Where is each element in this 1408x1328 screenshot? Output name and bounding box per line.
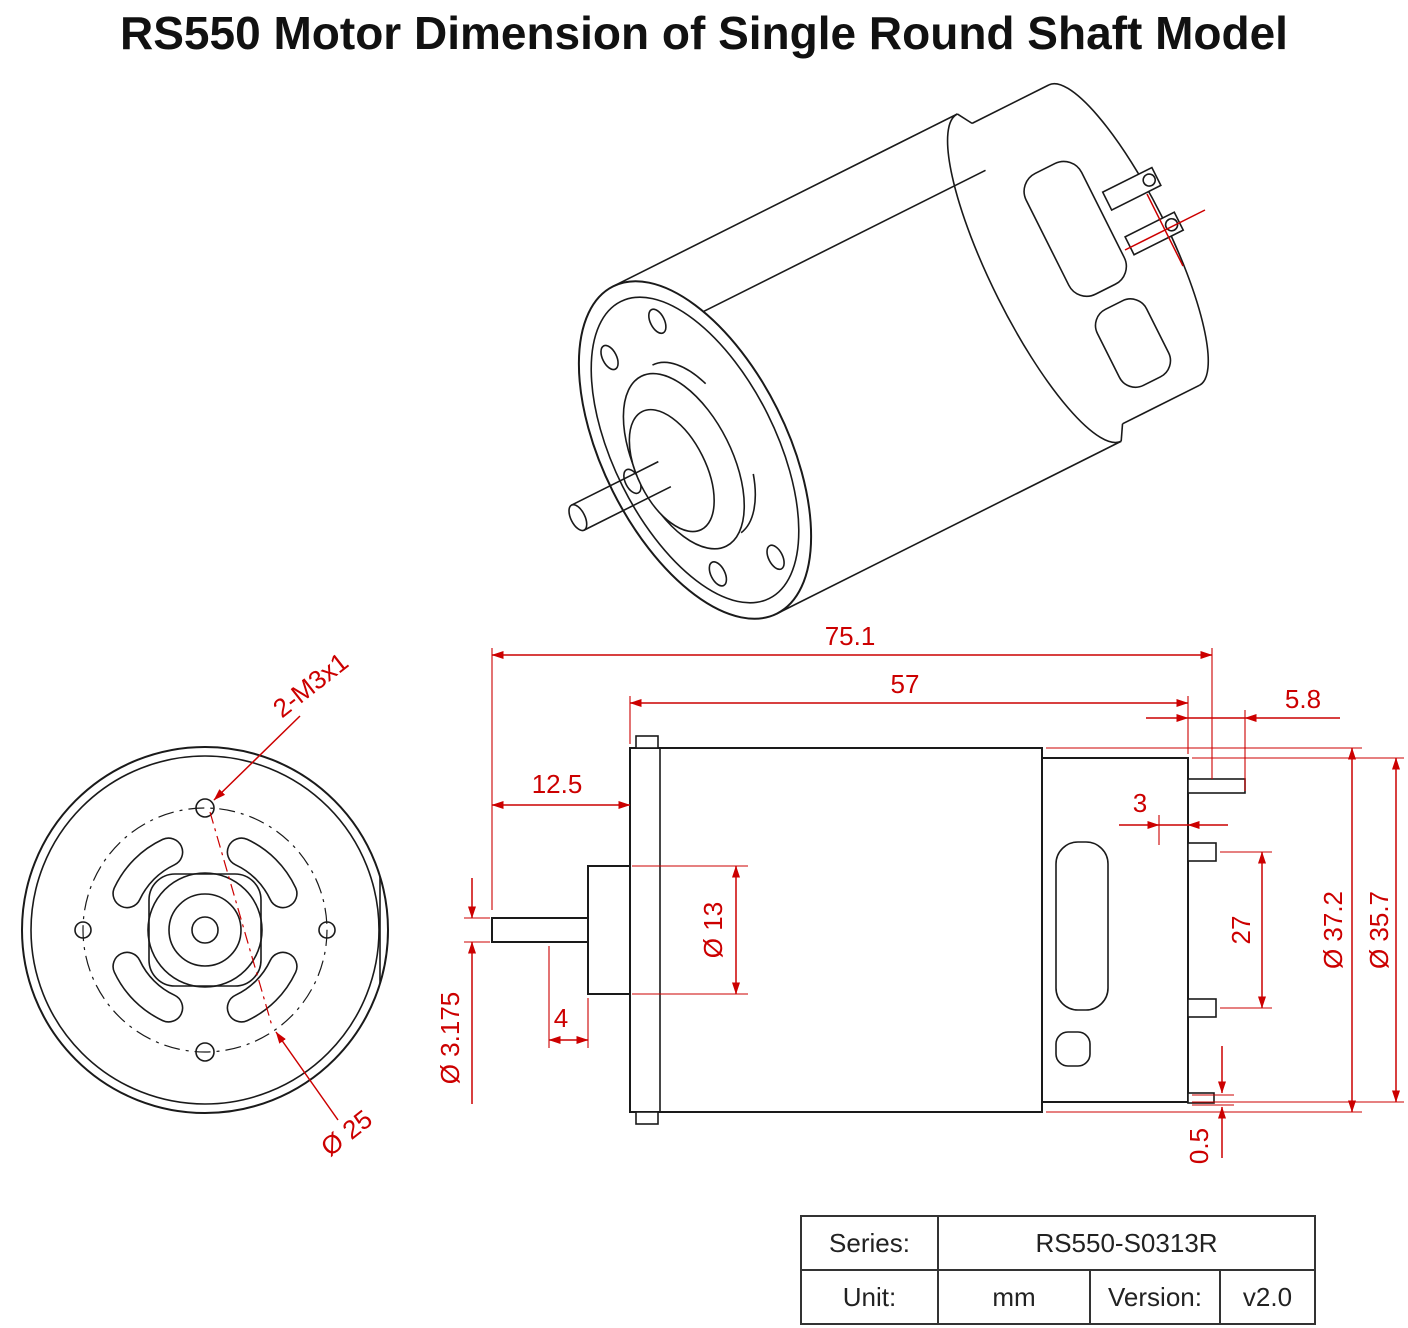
spec-table-row-unit-version: Unit: mm Version: v2.0 bbox=[802, 1269, 1314, 1323]
front-vent-slot bbox=[112, 837, 184, 909]
terminal-crosshair bbox=[1124, 193, 1206, 267]
dimension-boss-diameter: Ø 13 bbox=[632, 865, 748, 995]
dimension-terminal-span: 27 bbox=[1220, 851, 1272, 1009]
front-vent-slot bbox=[226, 951, 298, 1023]
spec-table-row-series: Series: RS550-S0313R bbox=[802, 1217, 1314, 1269]
dim-rear-boss-label: 3 bbox=[1133, 788, 1147, 818]
front-view: 2-M3x1 Ø 25 bbox=[21, 646, 389, 1162]
dimension-overall-length: 75.1 bbox=[491, 621, 1213, 910]
shaft-top-edge bbox=[571, 460, 659, 506]
dim-shaft-diameter-label: Ø 3.175 bbox=[435, 992, 465, 1085]
terminal-upper bbox=[1187, 842, 1217, 862]
version-value: v2.0 bbox=[1219, 1271, 1314, 1323]
series-label: Series: bbox=[829, 1227, 910, 1258]
dim-terminal-span-label: 27 bbox=[1226, 916, 1256, 945]
shaft-tip bbox=[568, 503, 588, 532]
front-face-inner-rim bbox=[590, 296, 800, 604]
cap-vent-slot bbox=[1023, 160, 1128, 298]
dim-body-length-label: 57 bbox=[891, 669, 920, 699]
rear-end-cap bbox=[1041, 757, 1189, 1103]
terminal-eyelet bbox=[1142, 173, 1157, 187]
dimension-shaft-diameter: Ø 3.175 bbox=[435, 878, 490, 1104]
dim-mount-thread-label: 2-M3x1 bbox=[267, 646, 354, 723]
face-arc-slot bbox=[652, 361, 707, 385]
crimp-tab-bottom bbox=[635, 1111, 659, 1125]
dim-boss-diameter-label: Ø 13 bbox=[698, 902, 728, 958]
hub-boss-square bbox=[148, 873, 262, 987]
hub-inner-circle bbox=[168, 893, 242, 967]
dim-mount-circle-label: Ø 25 bbox=[315, 1104, 378, 1162]
end-cap-vent-slot bbox=[1055, 841, 1109, 1011]
cap-rear-face bbox=[1048, 82, 1210, 387]
motor-body-top-edge bbox=[612, 113, 958, 288]
shaft-bottom-edge bbox=[583, 485, 672, 531]
mount-hole-top bbox=[195, 798, 215, 818]
side-view bbox=[491, 735, 1246, 1125]
shaft-circle bbox=[191, 916, 219, 944]
dimension-cap-diameter: Ø 35.7 bbox=[1192, 757, 1404, 1103]
dimension-terminal-length: 5.8 bbox=[1146, 684, 1340, 791]
crimp-tab-top bbox=[635, 735, 659, 749]
rear-step bbox=[1187, 1092, 1215, 1104]
dimension-tab-thickness: 0.5 bbox=[1184, 1046, 1234, 1164]
dim-terminal-length-label: 5.8 bbox=[1285, 684, 1321, 714]
unit-value: mm bbox=[937, 1271, 1089, 1323]
face-vent-hole bbox=[708, 561, 728, 587]
dim-overall-length-label: 75.1 bbox=[825, 621, 876, 651]
bolt-circle-leader-line bbox=[209, 811, 273, 1027]
front-outer-circle bbox=[21, 746, 389, 1114]
terminal-lower bbox=[1187, 998, 1217, 1018]
face-vent-hole bbox=[766, 544, 785, 571]
dim-shaft-step-label: 4 bbox=[554, 1003, 568, 1033]
face-arc-slot bbox=[740, 473, 757, 534]
perspective-view bbox=[568, 82, 1210, 620]
front-vent-slot bbox=[226, 837, 298, 909]
side-hole-right bbox=[318, 921, 336, 939]
body-cap-joint bbox=[946, 113, 1122, 444]
face-vent-hole bbox=[600, 344, 619, 371]
dimension-body-length: 57 bbox=[629, 669, 1189, 754]
front-bearing-boss bbox=[587, 865, 631, 995]
series-value: RS550-S0313R bbox=[937, 1217, 1314, 1269]
cap-bottom-edge bbox=[1122, 384, 1200, 425]
dimension-rear-boss-length: 3 bbox=[1119, 788, 1228, 845]
face-vent-hole bbox=[648, 308, 667, 335]
motor-body bbox=[629, 747, 1043, 1113]
mount-hole-bottom bbox=[195, 1042, 215, 1062]
spec-table: Series: RS550-S0313R Unit: mm Version: v… bbox=[800, 1215, 1316, 1325]
dim-cap-diameter-label: Ø 35.7 bbox=[1364, 891, 1394, 969]
unit-label: Unit: bbox=[842, 1281, 897, 1312]
cap-step-bottom bbox=[1120, 423, 1124, 442]
hub-outer-circle bbox=[147, 872, 263, 988]
bolt-circle bbox=[82, 807, 328, 1053]
rear-tab bbox=[1187, 778, 1246, 794]
cap-step-top bbox=[956, 113, 973, 125]
dim-body-diameter-label: Ø 37.2 bbox=[1318, 891, 1348, 969]
side-hole-left bbox=[74, 921, 92, 939]
dim-tab-thickness-label: 0.5 bbox=[1184, 1128, 1214, 1164]
motor-body-bottom-edge bbox=[776, 440, 1122, 615]
dimension-shaft-step: 4 bbox=[548, 946, 589, 1048]
end-cap-vent-slot-2 bbox=[1055, 1031, 1091, 1067]
version-label: Version: bbox=[1089, 1271, 1219, 1323]
front-hub bbox=[628, 408, 715, 533]
cap-vent-slot-2 bbox=[1094, 298, 1172, 389]
terminal-tab bbox=[1101, 166, 1162, 212]
terminal-tab-2 bbox=[1124, 211, 1185, 256]
front-rim-circle bbox=[30, 755, 380, 1105]
dim-shaft-length-label: 12.5 bbox=[532, 769, 583, 799]
cap-top-edge bbox=[971, 84, 1050, 125]
dimension-shaft-length: 12.5 bbox=[491, 769, 631, 809]
page-title: RS550 Motor Dimension of Single Round Sh… bbox=[120, 7, 1288, 59]
motor-shaft bbox=[491, 917, 589, 943]
terminal-eyelet-2 bbox=[1164, 217, 1179, 232]
front-vent-slot bbox=[112, 951, 184, 1023]
dimension-body-diameter: Ø 37.2 bbox=[1046, 747, 1362, 1113]
motor-body-seam bbox=[703, 169, 986, 313]
